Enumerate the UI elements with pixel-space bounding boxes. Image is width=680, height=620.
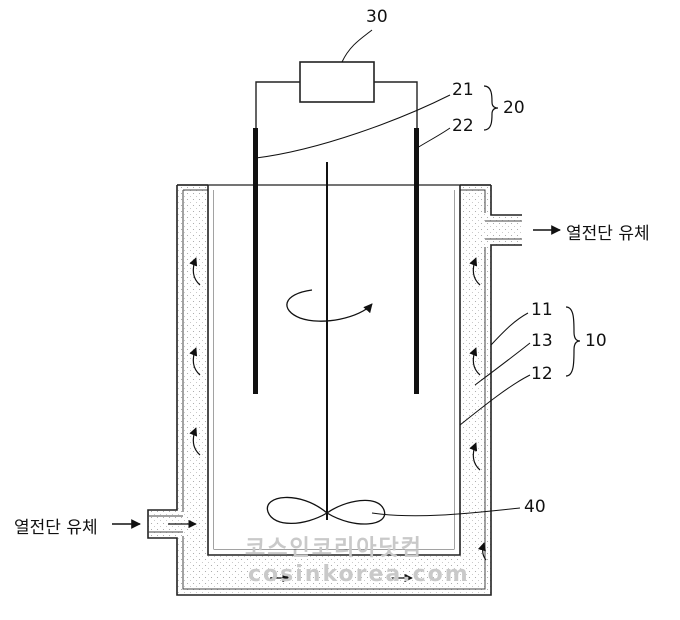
label-12: 12 [531,364,553,384]
label-22: 22 [452,116,474,136]
label-11: 11 [531,300,553,320]
label-21: 21 [452,80,474,100]
label-40: 40 [524,497,546,517]
outer-wall-lining [182,189,486,590]
watermark-url: cosinkorea.com [248,562,470,587]
flow-arrow-left-1 [189,257,201,286]
label-20: 20 [503,98,525,118]
flow-arrows-right [469,257,487,561]
power-supply-box [299,61,375,103]
watermark-korean: 코스인코리아닷컴 [245,536,423,561]
flow-arrow-left-2 [189,347,201,376]
wire-right [374,81,418,128]
leader-22 [416,127,451,149]
flow-arrow-right-3 [469,442,481,471]
wire-left [255,81,300,128]
flow-arrow-left-3 [189,427,201,456]
brace-20 [483,85,499,131]
flow-arrow-right-1 [469,257,481,286]
electrode-21 [253,128,258,394]
inner-wall [207,185,461,556]
flow-arrow-right-2 [469,347,481,376]
inlet-fluid-label: 열전단 유체 [14,518,98,538]
label-10: 10 [585,331,607,351]
label-30: 30 [366,7,388,27]
leader-30 [341,29,373,63]
leader-11 [490,312,529,346]
flow-arrows-left [189,257,201,456]
rotation-arrow [286,289,373,322]
leader-12 [459,374,531,426]
leader-21 [255,94,451,159]
outlet-fluid-label: 열전단 유체 [566,224,650,244]
label-13: 13 [531,331,553,351]
electrode-22 [414,128,419,394]
impeller-blades [266,496,386,525]
flow-arrow-right-4 [477,542,487,561]
leader-40 [371,507,521,517]
brace-10 [565,306,581,377]
leader-13 [474,342,531,386]
outer-wall [147,185,522,596]
